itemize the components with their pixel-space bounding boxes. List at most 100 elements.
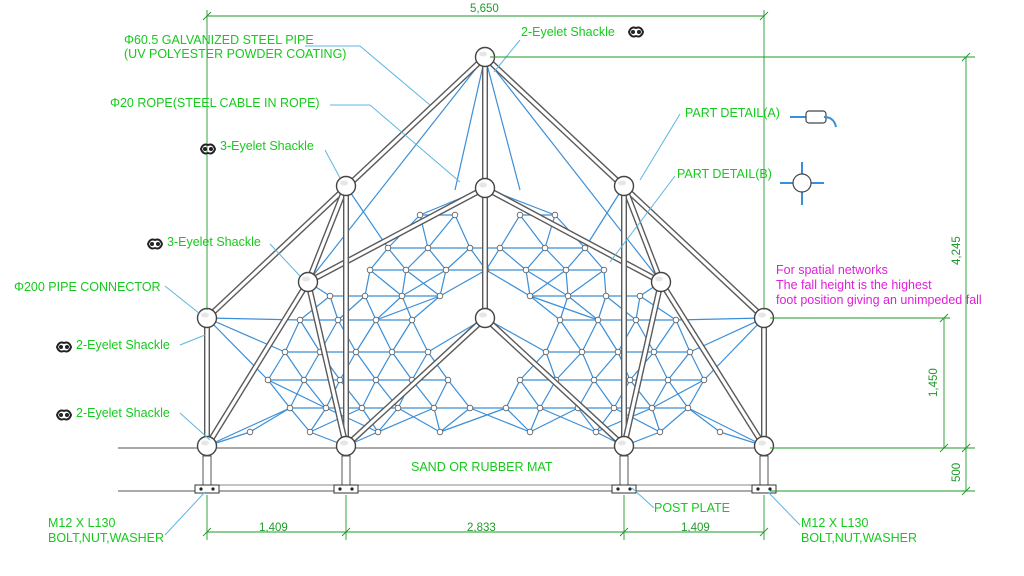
rope-segment (337, 295, 366, 321)
dimension-overall-height: 4,245 (951, 236, 963, 265)
steel-pipe-core (622, 280, 663, 448)
label-shackle-top: 2-Eyelet Shackle (521, 25, 615, 39)
post-plate (751, 484, 777, 494)
rope-segment (485, 247, 501, 271)
pipe-connector-highlight (618, 180, 626, 186)
rope-segment (603, 269, 607, 297)
dimension-left-span: 1,409 (259, 522, 288, 534)
pipe-connector-highlight (758, 312, 766, 318)
rope-segment (565, 247, 586, 271)
rope-knot (442, 266, 450, 274)
pipe-connector-highlight (479, 312, 487, 318)
rope-segment (593, 351, 619, 381)
bolt-dot (199, 487, 203, 491)
steel-pipe-core (306, 280, 348, 448)
rope-knot (444, 376, 452, 384)
rope-segment (545, 351, 557, 381)
post-plates (194, 455, 777, 494)
shackle-icon (55, 409, 73, 421)
rope-segment (629, 379, 653, 409)
rope-segment (539, 407, 597, 433)
rope-segment (433, 379, 449, 409)
rope-knot (602, 292, 610, 300)
rope-segment (369, 269, 403, 297)
rope-knot (336, 376, 344, 384)
rope-segment (249, 407, 291, 433)
rope-knot (374, 428, 382, 436)
rope-segment (529, 407, 579, 433)
rope-segment (635, 295, 641, 321)
rope-segment (427, 351, 449, 381)
rope-segment (525, 269, 531, 297)
pipe-connector-highlight (618, 440, 626, 446)
rope-segment (411, 319, 429, 353)
rope-segment (545, 319, 561, 353)
shackle-icon (146, 238, 164, 250)
rope-knot (516, 376, 524, 384)
rope-knot (296, 316, 304, 324)
rope-knot (526, 292, 534, 300)
rope-segment (303, 351, 321, 381)
bolt-dot (211, 487, 215, 491)
leader-line (324, 149, 341, 179)
leader-line (269, 243, 301, 277)
rope-segment (584, 185, 625, 249)
rope-knot (372, 376, 380, 384)
label-ground: SAND OR RUBBER MAT (411, 460, 553, 474)
rope-segment (329, 295, 339, 321)
rope-knot (672, 316, 680, 324)
steel-pipe-core (306, 186, 487, 284)
rope-knot (361, 292, 369, 300)
pipe-connector-node (297, 271, 319, 293)
rope-segment (505, 407, 531, 433)
pipe-connector-node (753, 435, 775, 457)
rope-knot (326, 292, 334, 300)
rope-knot (281, 348, 289, 356)
rope-knot (516, 211, 524, 219)
rope-knot (306, 428, 314, 436)
rope-knot (626, 376, 634, 384)
label-post-plate: POST PLATE (654, 501, 730, 515)
rope-segment (369, 247, 389, 271)
rope-segment (439, 269, 487, 297)
post-plate (194, 484, 220, 494)
rope-knot (536, 404, 544, 412)
rope-knot (358, 404, 366, 412)
bolt-dot (616, 487, 620, 491)
label-bolt-right-line1: M12 X L130 (801, 516, 869, 530)
leader-line (369, 104, 461, 183)
steel-pipe-core (659, 280, 766, 448)
rope-segment (361, 379, 377, 409)
rope-segment (447, 379, 471, 409)
rope-segment (364, 295, 377, 321)
rope-segment (289, 407, 311, 433)
rope-segment (529, 269, 567, 297)
bolt-dot (768, 487, 772, 491)
rope-segment (405, 247, 429, 271)
rope-knot (416, 211, 424, 219)
rope-knot (522, 266, 530, 274)
rope-knot (372, 316, 380, 324)
label-shackle-3b: 3-Eyelet Shackle (167, 235, 261, 249)
rope-knot (551, 211, 559, 219)
rope-knot (366, 266, 374, 274)
rope-segment (401, 269, 447, 297)
rope-segment (584, 247, 605, 271)
rope-segment (544, 214, 556, 249)
rope-segment (427, 247, 447, 271)
rope-knot (594, 316, 602, 324)
pipe-connector-node (335, 175, 357, 197)
rope-segment (267, 379, 291, 409)
rope-segment (529, 295, 561, 321)
rope-knot (352, 348, 360, 356)
pipe-connector-highlight (201, 312, 209, 318)
rope-segment (439, 269, 447, 297)
rope-segment (375, 351, 393, 381)
rope-segment (499, 214, 521, 249)
rope-segment (289, 379, 305, 409)
rope-knot (398, 292, 406, 300)
bolt-dot (338, 487, 342, 491)
steel-pipe-core (483, 316, 626, 448)
pipe-connector-node (613, 175, 635, 197)
